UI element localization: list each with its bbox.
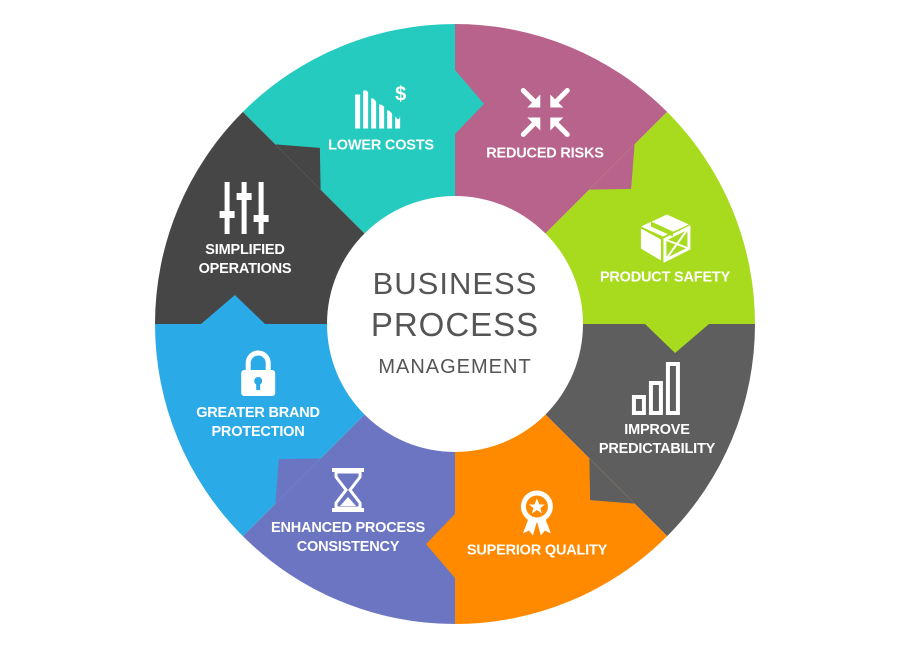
arrow-tab-product-safety bbox=[645, 324, 709, 353]
center-title-line3: MANAGEMENT bbox=[378, 356, 532, 378]
segment-label: REDUCED RISKS bbox=[486, 145, 604, 162]
arrow-tab-greater-brand bbox=[201, 295, 265, 324]
segment-label: GREATER BRAND bbox=[196, 405, 320, 421]
segment-label-line2: PREDICTABILITY bbox=[598, 441, 716, 457]
segment-label-line2: CONSISTENCY bbox=[296, 539, 400, 555]
segment-label: LOWER COSTS bbox=[328, 137, 434, 154]
padlock-icon bbox=[240, 350, 275, 396]
segment-greater-brand: GREATER BRAND PROTECTION bbox=[196, 350, 320, 442]
segment-label: PRODUCT SAFETY bbox=[599, 269, 731, 286]
center-title-line1: BUSINESS bbox=[372, 266, 538, 301]
center-circle bbox=[327, 196, 583, 452]
segment-improve-predictability: IMPROVE PREDICTABILITY bbox=[599, 361, 715, 459]
wedge-superior-quality bbox=[455, 408, 668, 624]
segment-superior-quality: SUPERIOR QUALITY bbox=[467, 490, 607, 561]
segment-enhanced-process: ENHANCED PROCESS CONSISTENCY bbox=[271, 467, 425, 557]
sliders-icon bbox=[219, 182, 269, 234]
wedge-product-safety bbox=[539, 111, 755, 324]
segment-label: IMPROVE bbox=[624, 422, 690, 438]
arrow-tab-superior-quality bbox=[426, 514, 455, 578]
arrows-inward-icon bbox=[520, 88, 570, 137]
arrow-tab-improve-predictability bbox=[589, 458, 635, 504]
wedge-enhanced-process bbox=[242, 408, 455, 624]
svg-text:$: $ bbox=[395, 84, 406, 106]
award-badge-icon bbox=[520, 490, 553, 536]
segment-label: SUPERIOR QUALITY bbox=[466, 542, 608, 559]
bar-chart-icon bbox=[632, 362, 680, 415]
arrow-tab-reduced-risks bbox=[589, 144, 635, 190]
cost-decrease-chart-icon: $ bbox=[354, 84, 406, 129]
wedge-greater-brand bbox=[155, 324, 371, 537]
arrow-tab-simplified-operations bbox=[275, 144, 321, 190]
wedge-lower-costs bbox=[242, 24, 455, 240]
segment-label: SIMPLIFIED bbox=[205, 242, 285, 258]
center-title-line2: PROCESS bbox=[370, 306, 540, 343]
wedge-improve-predictability bbox=[539, 324, 755, 537]
segment-lower-costs: $ LOWER COSTS bbox=[328, 81, 434, 156]
segment-reduced-risks: REDUCED RISKS bbox=[486, 87, 604, 164]
segment-product-safety: PRODUCT SAFETY bbox=[600, 213, 730, 288]
segment-label: ENHANCED PROCESS bbox=[271, 520, 425, 536]
arrow-tab-lower-costs bbox=[455, 70, 484, 134]
segment-label-line2: OPERATIONS bbox=[198, 261, 292, 277]
package-box-icon bbox=[641, 214, 691, 263]
segment-label-line2: PROTECTION bbox=[211, 424, 305, 440]
segment-simplified-operations: SIMPLIFIED OPERATIONS bbox=[199, 181, 292, 279]
hourglass-icon bbox=[331, 468, 364, 512]
arrow-tab-enhanced-process bbox=[275, 458, 321, 504]
